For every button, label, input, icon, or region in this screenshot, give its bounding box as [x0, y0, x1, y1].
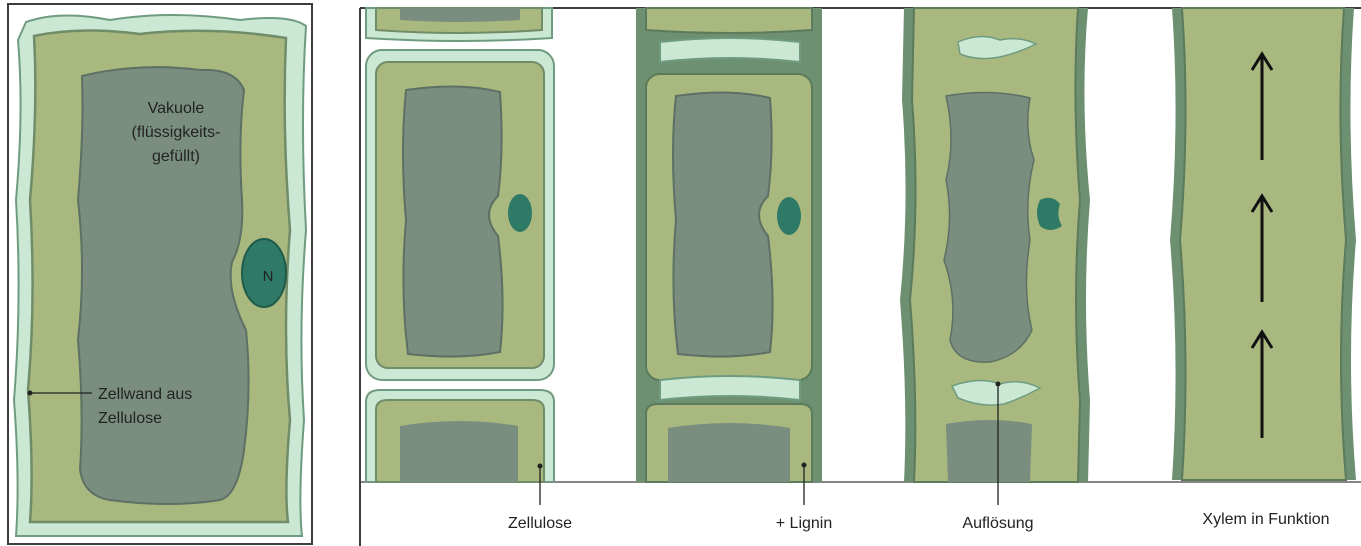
- stage2-label: + Lignin: [776, 515, 833, 532]
- stage3-nucleus-fragment: [1037, 198, 1062, 230]
- stage2-top-end-wall: [660, 38, 800, 62]
- stage-2-lignin: + Lignin: [636, 8, 832, 532]
- nucleus-label: N: [263, 268, 274, 285]
- wall-label-line2: Zellulose: [98, 410, 162, 427]
- stage1-label: Zellulose: [508, 515, 572, 532]
- vacuole-label-line3: gefüllt): [152, 148, 200, 165]
- stage-4-xylem: Xylem in Funktion: [1170, 8, 1356, 528]
- stage1-bottom-cell-vacuole: [400, 421, 518, 482]
- stage-3-dissolution: Auflösung: [900, 8, 1090, 532]
- stage1-vacuole: [403, 86, 503, 356]
- wall-label-line1: Zellwand aus: [98, 386, 192, 403]
- stage2-vacuole: [673, 92, 773, 356]
- stage1-nucleus: [508, 194, 532, 232]
- stage3-label: Auflösung: [962, 515, 1033, 532]
- vacuole-label-line2: (flüssigkeits-: [132, 124, 221, 141]
- stage3-vacuole-remnant: [944, 92, 1034, 362]
- stage2-bottom-end-wall: [660, 376, 800, 400]
- stage2-top-cell-cytoplasm: [646, 8, 812, 33]
- stage2-nucleus: [777, 197, 801, 235]
- left-panel: N Vakuole (flüssigkeits- gefüllt) Zellwa…: [8, 4, 312, 544]
- stage4-label: Xylem in Funktion: [1202, 511, 1329, 528]
- stage2-bottom-cell-vacuole: [668, 423, 790, 482]
- vacuole-label-line1: Vakuole: [148, 100, 205, 117]
- stage1-top-cell-vacuole: [400, 8, 520, 22]
- stage-1-cellulose: Zellulose: [366, 8, 572, 532]
- stage3-bottom-remnant: [946, 420, 1032, 482]
